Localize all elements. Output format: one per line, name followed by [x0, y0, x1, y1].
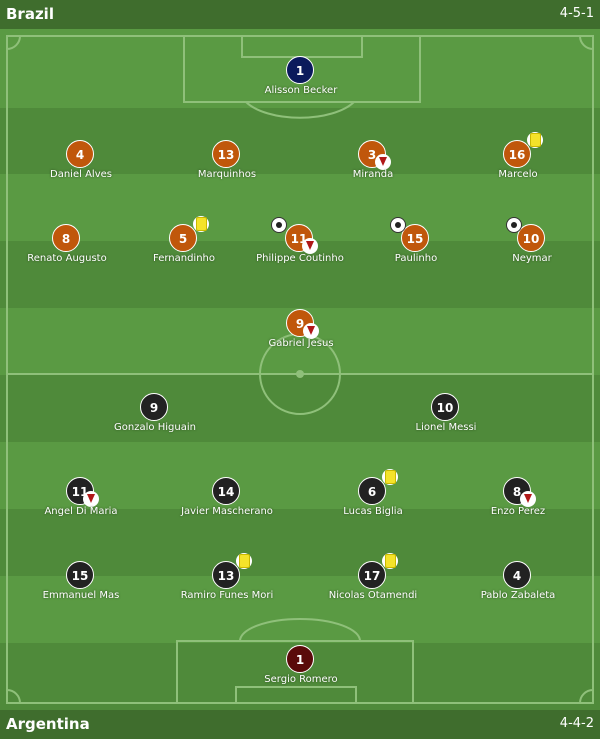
sub-off-arrow-icon — [83, 491, 99, 507]
player-number: 10 — [517, 224, 545, 252]
player-argentina-def-3[interactable]: 17 Nicolas Otamendi — [313, 553, 433, 613]
player-name: Miranda — [352, 169, 394, 180]
player-brazil-gk[interactable]: 1 Alisson Becker — [241, 56, 361, 108]
sub-off-arrow-icon — [375, 154, 391, 170]
player-number: 1 — [286, 56, 314, 84]
player-argentina-def-1[interactable]: 15 Emmanuel Mas — [21, 561, 141, 613]
top-team-formation: 4-5-1 — [559, 6, 594, 21]
player-number: 9 — [140, 393, 168, 421]
player-argentina-fw-1[interactable]: 9 Gonzalo Higuain — [95, 393, 215, 445]
player-name: Renato Augusto — [27, 253, 107, 264]
player-name: Gonzalo Higuain — [114, 422, 196, 433]
player-brazil-def-3[interactable]: 3 Miranda — [313, 140, 433, 192]
player-name: Paulinho — [394, 253, 438, 264]
player-name: Ramiro Funes Mori — [180, 590, 274, 601]
yellow-card-icon — [236, 553, 252, 569]
player-name: Alisson Becker — [264, 85, 338, 96]
player-number: 15 — [401, 224, 429, 252]
player-name: Neymar — [512, 253, 552, 264]
sub-off-arrow-icon — [520, 491, 536, 507]
player-argentina-mid-1[interactable]: 11 Angel Di Maria — [21, 477, 141, 529]
player-name: Lucas Biglia — [343, 506, 403, 517]
player-name: Lionel Messi — [415, 422, 477, 433]
soccer-ball-icon — [506, 217, 522, 233]
player-name: Angel Di Maria — [44, 506, 118, 517]
sub-off-arrow-icon — [303, 323, 319, 339]
player-number: 16 — [503, 140, 531, 168]
player-name: Pablo Zabaleta — [480, 590, 556, 601]
player-argentina-gk[interactable]: 1 Sergio Romero — [241, 645, 361, 697]
player-name: Nicolas Otamendi — [328, 590, 418, 601]
soccer-ball-icon — [390, 217, 406, 233]
player-argentina-def-2[interactable]: 13 Ramiro Funes Mori — [167, 553, 287, 613]
player-number: 4 — [66, 140, 94, 168]
player-brazil-mid-3[interactable]: 11 Philippe Coutinho — [240, 217, 360, 276]
player-name: Emmanuel Mas — [42, 590, 120, 601]
player-name: Fernandinho — [152, 253, 216, 264]
player-argentina-mid-2[interactable]: 14 Javier Mascherano — [167, 477, 287, 529]
bottom-team-name: Argentina — [6, 715, 90, 733]
pitch-markings — [6, 35, 594, 704]
player-brazil-mid-2[interactable]: 5 Fernandinho — [124, 216, 244, 276]
player-argentina-def-4[interactable]: 4 Pablo Zabaleta — [458, 561, 578, 613]
player-number: 13 — [212, 140, 240, 168]
player-name: Marcelo — [498, 169, 538, 180]
top-team-name: Brazil — [6, 5, 54, 23]
sub-off-arrow-icon — [302, 238, 318, 254]
player-name: Enzo Perez — [490, 506, 546, 517]
pitch — [0, 29, 600, 710]
bottom-team-formation: 4-4-2 — [559, 716, 594, 731]
player-name: Gabriel Jesus — [268, 338, 334, 349]
player-number: 10 — [431, 393, 459, 421]
player-brazil-def-4[interactable]: 16 Marcelo — [458, 132, 578, 192]
player-name: Daniel Alves — [50, 169, 112, 180]
player-brazil-mid-5[interactable]: 10 Neymar — [472, 217, 592, 276]
player-brazil-def-2[interactable]: 13 Marquinhos — [167, 140, 287, 192]
player-name: Philippe Coutinho — [256, 253, 344, 264]
yellow-card-icon — [193, 216, 209, 232]
player-argentina-fw-2[interactable]: 10 Lionel Messi — [386, 393, 506, 445]
player-name: Javier Mascherano — [181, 506, 273, 517]
player-number: 6 — [358, 477, 386, 505]
player-brazil-fw-1[interactable]: 9 Gabriel Jesus — [241, 309, 361, 361]
player-argentina-mid-4[interactable]: 8 Enzo Perez — [458, 477, 578, 529]
top-team-header: Brazil 4-5-1 — [0, 0, 600, 29]
yellow-card-icon — [382, 469, 398, 485]
player-brazil-def-1[interactable]: 4 Daniel Alves — [21, 140, 141, 192]
player-number: 5 — [169, 224, 197, 252]
player-name: Sergio Romero — [264, 674, 338, 685]
player-number: 13 — [212, 561, 240, 589]
player-argentina-mid-3[interactable]: 6 Lucas Biglia — [313, 469, 433, 529]
player-number: 1 — [286, 645, 314, 673]
player-brazil-mid-1[interactable]: 8 Renato Augusto — [7, 224, 127, 276]
player-number: 15 — [66, 561, 94, 589]
player-brazil-mid-4[interactable]: 15 Paulinho — [356, 217, 476, 276]
player-name: Marquinhos — [197, 169, 257, 180]
yellow-card-icon — [527, 132, 543, 148]
soccer-ball-icon — [271, 217, 287, 233]
yellow-card-icon — [382, 553, 398, 569]
player-number: 8 — [52, 224, 80, 252]
player-number: 14 — [212, 477, 240, 505]
player-number: 17 — [358, 561, 386, 589]
player-number: 4 — [503, 561, 531, 589]
bottom-team-header: Argentina 4-4-2 — [0, 710, 600, 739]
